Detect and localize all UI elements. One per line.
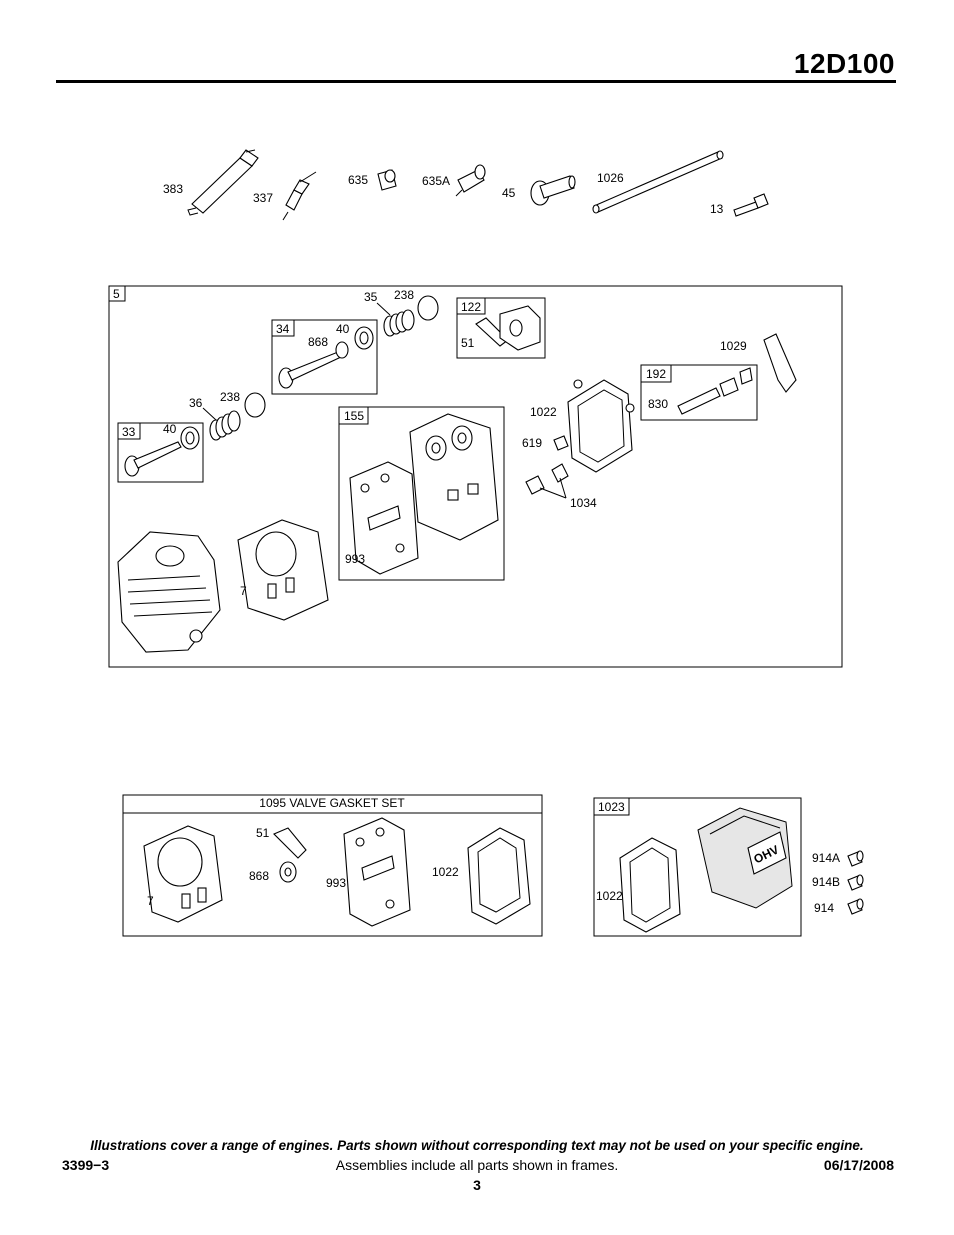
callout-1022-frame1023: 1022 bbox=[596, 889, 623, 903]
callout-993-frame155: 993 bbox=[345, 552, 365, 566]
callout-238-lower: 238 bbox=[220, 390, 240, 404]
leader-35 bbox=[376, 302, 391, 316]
part-1022-gasket-frame1023 bbox=[619, 837, 681, 933]
part-13-bolt bbox=[733, 193, 769, 217]
callout-155: 155 bbox=[344, 409, 364, 423]
callout-40-frame33: 40 bbox=[163, 422, 177, 436]
frame-assembly-122 bbox=[456, 297, 546, 359]
part-830-rocker-stud bbox=[677, 367, 753, 415]
part-35-spring bbox=[383, 309, 415, 337]
callout-1034: 1034 bbox=[570, 496, 597, 510]
frame-assembly-155 bbox=[338, 406, 505, 581]
callout-13: 13 bbox=[710, 202, 724, 216]
callout-635: 635 bbox=[348, 173, 368, 187]
part-1026-push-rod bbox=[592, 150, 724, 214]
footer-doc-code: 3399−3 bbox=[62, 1157, 110, 1173]
part-122-rocker-housing bbox=[475, 305, 541, 351]
part-1029-rocker-arm bbox=[763, 333, 797, 393]
frame-33-label-box bbox=[117, 422, 141, 440]
callout-122: 122 bbox=[461, 300, 481, 314]
frame-assembly-1023 bbox=[593, 797, 802, 937]
part-7-head-gasket-set bbox=[143, 825, 223, 923]
callout-914b: 914B bbox=[812, 875, 840, 889]
frame-valve-gasket-set bbox=[122, 794, 543, 937]
callout-51-frame122: 51 bbox=[461, 336, 475, 350]
part-1022-valve-cover-gasket bbox=[567, 379, 635, 473]
leader-36 bbox=[202, 407, 217, 421]
part-1034-clips bbox=[525, 463, 569, 495]
callout-993-set: 993 bbox=[326, 876, 346, 890]
callout-36: 36 bbox=[189, 396, 203, 410]
callout-45: 45 bbox=[502, 186, 516, 200]
part-914-screw bbox=[847, 898, 864, 915]
part-51-gasket-set bbox=[273, 827, 307, 859]
callout-51-set: 51 bbox=[256, 826, 270, 840]
footer-assemblies-note: Assemblies include all parts shown in fr… bbox=[335, 1157, 619, 1173]
part-33-valve bbox=[124, 426, 200, 477]
callout-33: 33 bbox=[122, 425, 136, 439]
callout-1022-set: 1022 bbox=[432, 865, 459, 879]
part-868-seal-set bbox=[279, 861, 297, 883]
frame-1023-label-box bbox=[593, 797, 630, 816]
frame-assembly-192 bbox=[640, 364, 758, 421]
part-155-cylinder-head-plate bbox=[409, 413, 499, 541]
frame-34-label-box bbox=[271, 319, 295, 337]
part-383-tool bbox=[187, 149, 259, 216]
callout-868-frame34: 868 bbox=[308, 335, 328, 349]
callout-1026: 1026 bbox=[597, 171, 624, 185]
callout-5: 5 bbox=[113, 287, 120, 301]
frame-assembly-33 bbox=[117, 422, 204, 483]
frame-5-label-box bbox=[108, 285, 126, 302]
callout-34: 34 bbox=[276, 322, 290, 336]
part-1023-valve-cover bbox=[697, 807, 793, 909]
leader-1034-a bbox=[539, 487, 567, 499]
callout-914a: 914A bbox=[812, 851, 840, 865]
part-34-valve bbox=[278, 326, 374, 389]
callout-337: 337 bbox=[253, 191, 273, 205]
callout-238-upper: 238 bbox=[394, 288, 414, 302]
part-635 bbox=[377, 169, 397, 191]
part-337-spark-plug bbox=[282, 171, 317, 221]
part-7-head-gasket bbox=[237, 519, 329, 621]
callout-914: 914 bbox=[814, 901, 834, 915]
part-238-cap-lower bbox=[244, 392, 266, 418]
part-635a bbox=[455, 164, 486, 197]
callout-1023: 1023 bbox=[598, 800, 625, 814]
frame-155-label-box bbox=[338, 406, 369, 425]
callout-830: 830 bbox=[648, 397, 668, 411]
callout-35: 35 bbox=[364, 290, 378, 304]
part-993-gasket-set bbox=[343, 817, 411, 927]
part-cylinder-head bbox=[117, 531, 221, 653]
leader-1034-b bbox=[559, 477, 567, 499]
footer-page-number: 3 bbox=[473, 1177, 481, 1193]
part-914a-screw bbox=[847, 850, 864, 867]
callout-40-frame34: 40 bbox=[336, 322, 350, 336]
callout-192: 192 bbox=[646, 367, 666, 381]
frame-assembly-5 bbox=[108, 285, 843, 668]
callout-619: 619 bbox=[522, 436, 542, 450]
callout-383: 383 bbox=[163, 182, 183, 196]
callout-1029: 1029 bbox=[720, 339, 747, 353]
part-36-spring bbox=[209, 410, 241, 441]
callout-635a: 635A bbox=[422, 174, 450, 188]
callout-1022-frame5: 1022 bbox=[530, 405, 557, 419]
part-993-gasket bbox=[349, 461, 419, 575]
footer-date: 06/17/2008 bbox=[823, 1157, 894, 1173]
part-619-screw bbox=[553, 435, 569, 451]
frame-192-label-box bbox=[640, 364, 672, 383]
footer-disclaimer: Illustrations cover a range of engines. … bbox=[90, 1138, 864, 1153]
frame-122-label-box bbox=[456, 297, 486, 315]
frame-assembly-34 bbox=[271, 319, 378, 395]
callout-7-frame5: 7 bbox=[240, 584, 247, 598]
part-1022-gasket-set bbox=[467, 827, 531, 925]
valve-gasket-set-title: 1095 VALVE GASKET SET bbox=[259, 796, 405, 810]
part-914b-screw bbox=[847, 874, 864, 891]
callout-868-set: 868 bbox=[249, 869, 269, 883]
part-45-pin bbox=[530, 175, 576, 206]
callout-7-set: 7 bbox=[147, 894, 154, 908]
model-number: 12D100 bbox=[793, 48, 895, 79]
part-238-cap-upper bbox=[417, 295, 439, 321]
header-rule bbox=[56, 80, 896, 83]
